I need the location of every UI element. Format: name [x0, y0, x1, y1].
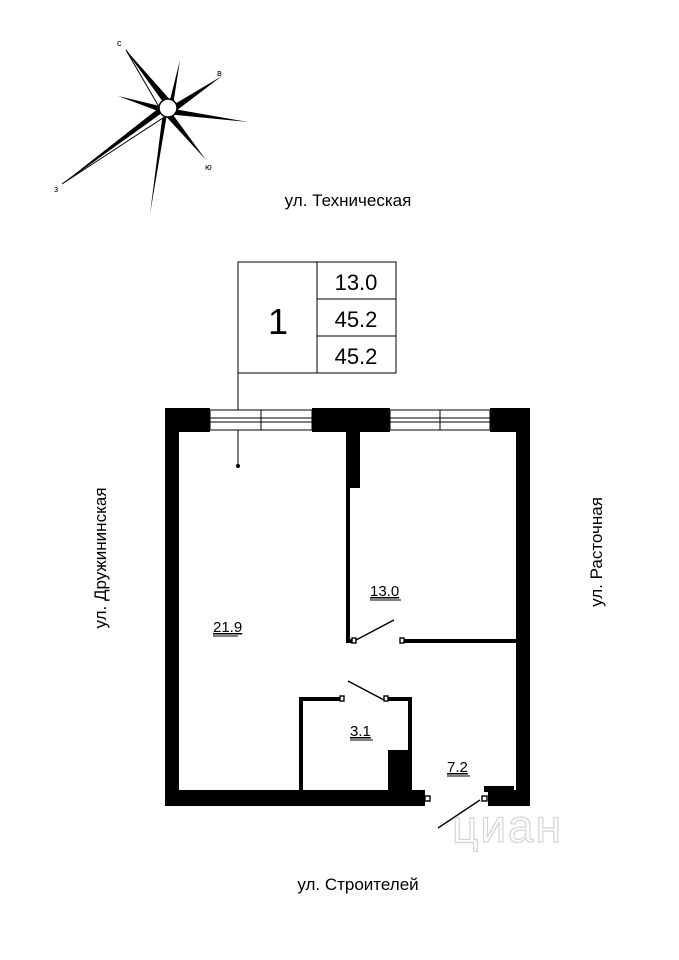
watermark-logo: циан — [452, 800, 563, 852]
room-area-bedroom: 13.0 — [370, 583, 399, 600]
doors — [339, 619, 488, 829]
street-right-label: ул. Расточная — [587, 497, 606, 607]
apartment-number: 1 — [268, 301, 288, 342]
compass-rose: с в ю з — [54, 38, 248, 214]
walls — [165, 408, 530, 806]
compass-center — [158, 98, 178, 118]
table-value-2: 45.2 — [335, 307, 378, 332]
door-entrance — [437, 799, 481, 829]
room-area-bathroom: 3.1 — [350, 723, 371, 740]
street-left-label: ул. Дружининская — [91, 487, 110, 628]
leader-dot — [236, 464, 240, 468]
compass-south-label: ю — [205, 162, 212, 172]
door-bedroom — [355, 619, 395, 641]
compass-north-label: с — [117, 38, 122, 48]
street-bottom-label: ул. Строителей — [297, 875, 418, 894]
room-area-hall: 7.2 — [447, 759, 468, 776]
door-bathroom — [347, 680, 385, 701]
table-value-3: 45.2 — [335, 344, 378, 369]
compass-east-label: в — [217, 68, 222, 78]
street-top-label: ул. Техническая — [285, 191, 412, 210]
apartment-info-table: 1 13.0 45.2 45.2 — [236, 261, 397, 468]
windows — [209, 409, 491, 431]
table-value-1: 13.0 — [335, 270, 378, 295]
compass-west-label: з — [54, 184, 58, 194]
room-area-living: 21.9 — [213, 619, 242, 636]
